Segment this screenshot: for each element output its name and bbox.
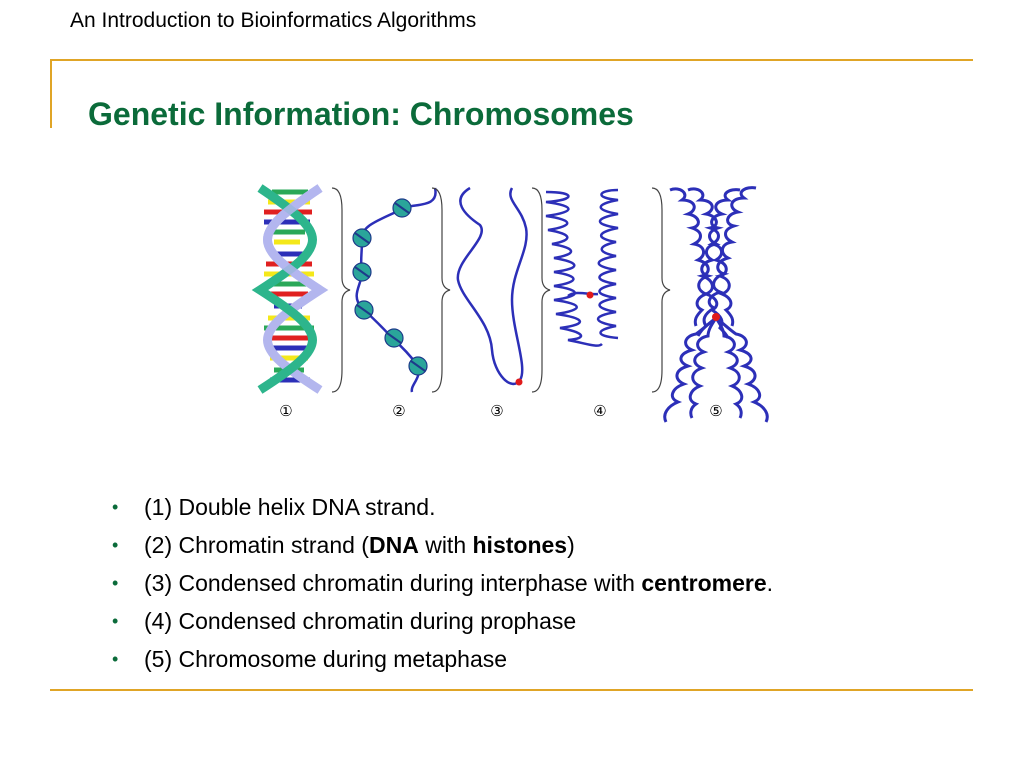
chromosome-diagram-svg: ① ② ③ ④ ⑤ <box>251 184 769 423</box>
bullet-dot: • <box>112 497 119 517</box>
bullet-text: ) <box>567 532 575 558</box>
bullet-dot: • <box>112 649 119 669</box>
bullet-text: (2) Chromatin strand ( <box>144 532 369 558</box>
bullet-text-bold: centromere <box>641 570 767 596</box>
bullet-text: with <box>418 532 473 558</box>
metaphase-chromosome <box>663 186 769 423</box>
frame-left-divider <box>50 59 52 128</box>
chromosome-condensation-diagram: ① ② ③ ④ ⑤ <box>250 180 790 430</box>
bullet-item: • (4) Condensed chromatin during prophase <box>112 604 773 642</box>
bullet-item: • (1) Double helix DNA strand. <box>112 490 773 528</box>
bullet-text: . <box>766 570 774 596</box>
bullet-dot: • <box>112 535 119 555</box>
bullet-item: • (2) Chromatin strand (DNA with histones… <box>112 528 773 566</box>
frame-bottom-divider <box>50 689 973 691</box>
prophase-chromatin <box>545 188 619 347</box>
presentation-header: An Introduction to Bioinformatics Algori… <box>70 9 477 32</box>
slide-title: Genetic Information: Chromosomes <box>88 96 634 132</box>
bullet-text: (5) Chromosome during metaphase <box>144 646 508 672</box>
bullet-text: (1) Double helix DNA strand. <box>144 494 436 520</box>
dna-double-helix <box>251 184 329 394</box>
bullet-text-bold: histones <box>472 532 568 558</box>
bullet-text: (3) Condensed chromatin during interphas… <box>144 570 642 596</box>
interphase-chromatin <box>456 186 528 386</box>
stage-label-5: ⑤ <box>709 402 722 420</box>
stage-label-2: ② <box>392 402 405 420</box>
stage-label-1: ① <box>279 402 292 420</box>
bullet-text: (4) Condensed chromatin during prophase <box>144 608 577 634</box>
chromatin-with-histones <box>352 187 437 393</box>
frame-top-divider <box>50 59 973 61</box>
bullet-text-bold: DNA <box>368 532 419 558</box>
bullet-dot: • <box>112 573 119 593</box>
bullet-item: • (3) Condensed chromatin during interpha… <box>112 566 773 604</box>
stage-label-3: ③ <box>490 402 503 420</box>
bullet-list: • (1) Double helix DNA strand. • (2) Chrom… <box>112 490 773 680</box>
bullet-item: • (5) Chromosome during metaphase <box>112 642 773 680</box>
stage-label-4: ④ <box>593 402 606 420</box>
bullet-dot: • <box>112 611 119 631</box>
